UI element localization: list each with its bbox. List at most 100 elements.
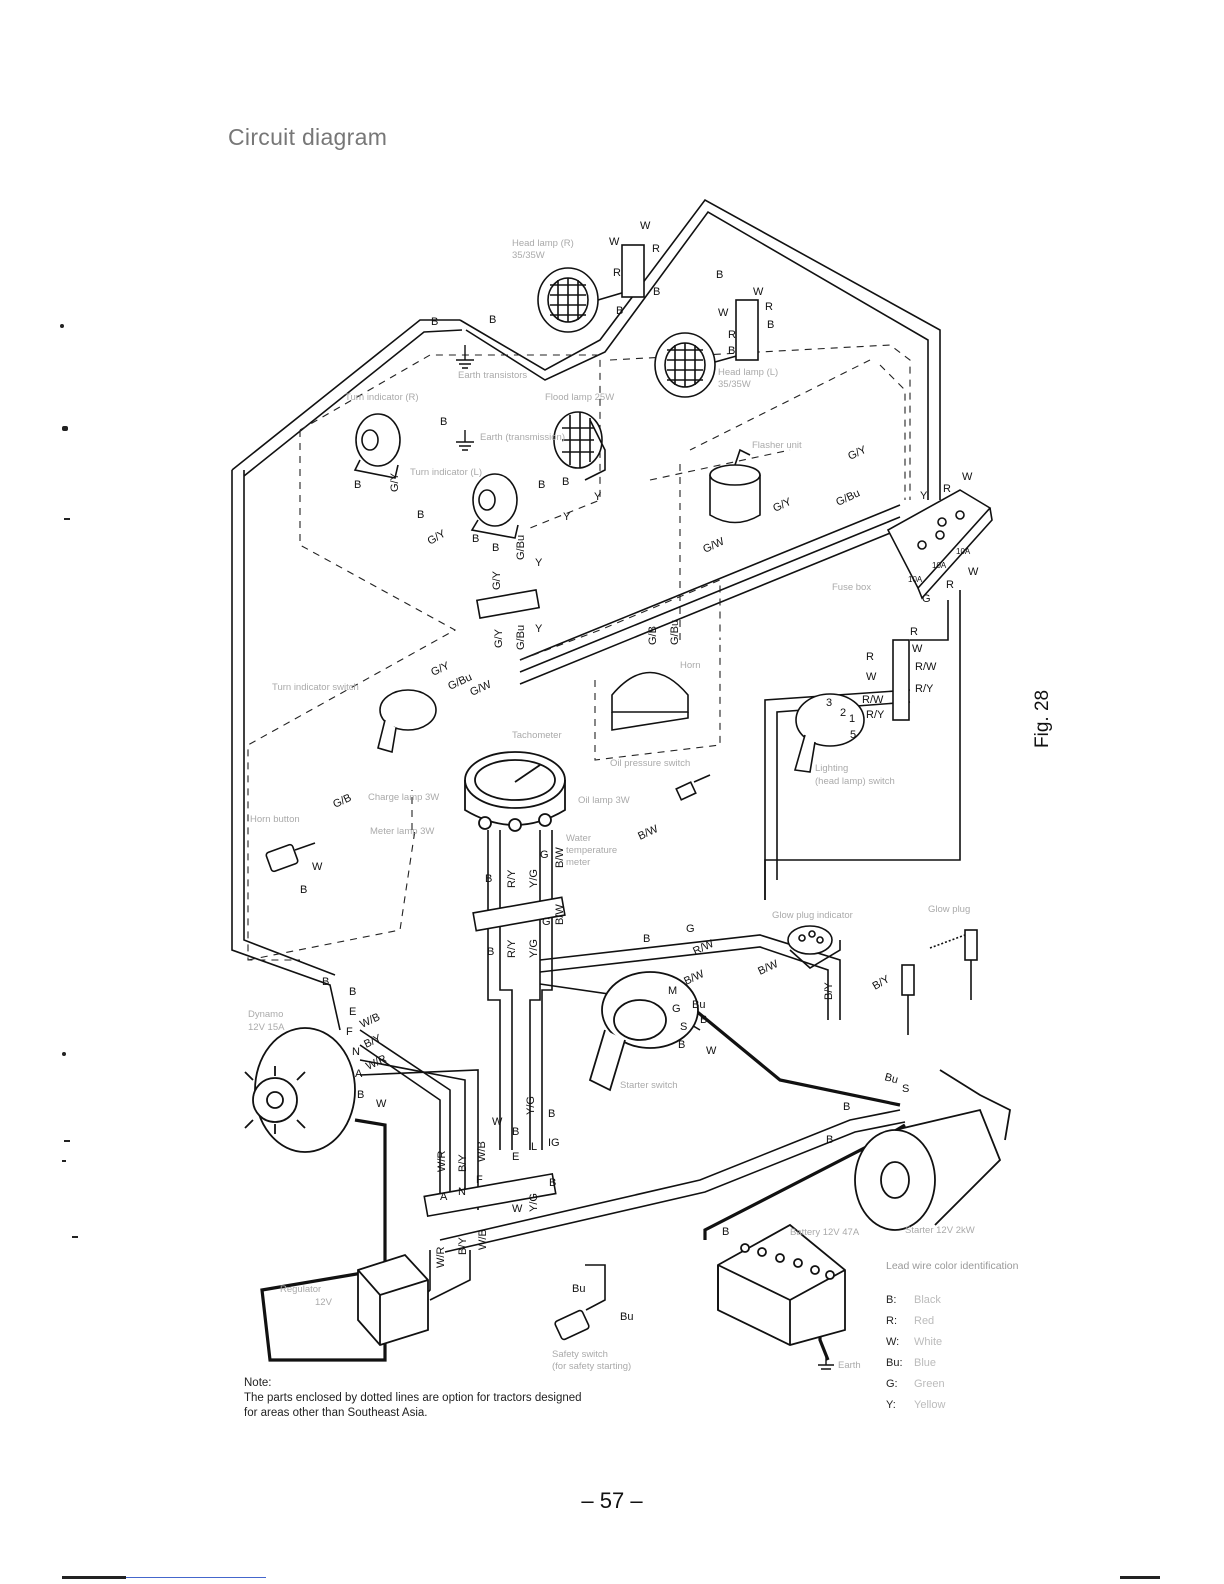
wire-label: G/Y [771, 496, 794, 515]
legend-item: W: White [886, 1336, 1019, 1357]
wire-label: Y/G [525, 1096, 537, 1115]
glow-plug-indicator [787, 925, 841, 969]
lighting-switch [793, 639, 910, 773]
wire-label: R [652, 243, 660, 255]
flasher-unit [709, 448, 761, 524]
legend-code: B: [886, 1294, 897, 1306]
wire-label: Y [594, 491, 602, 503]
label-dynamo-2: 12V 15A [248, 1022, 285, 1033]
legend-item: R: Red [886, 1315, 1019, 1336]
wire-label: Y/G [528, 869, 540, 888]
wire-label: G/Y [493, 628, 505, 648]
margin-mark [1120, 1576, 1160, 1579]
label-head-lamp-l-rating: 35/35W [718, 379, 751, 390]
wire-label: G/Y [426, 527, 449, 547]
wire-label: G [922, 593, 931, 605]
wire-label: L [531, 1141, 537, 1153]
option-enclosure-lines [247, 344, 911, 961]
wire-label: B [616, 305, 623, 317]
label-safety-switch-1: Safety switch [552, 1349, 608, 1360]
wire-label: B [349, 986, 356, 998]
wire-label: R/Y [506, 939, 518, 958]
wire-label: G/B [331, 792, 353, 811]
wire-label: 2 [840, 707, 846, 719]
wire-label: G/Bu [515, 535, 527, 560]
legend-item: G: Green [886, 1378, 1019, 1399]
wire-label: R/Y [915, 683, 934, 695]
margin-mark [72, 1236, 78, 1238]
wire-harness [231, 198, 961, 1311]
legend-name: Yellow [914, 1399, 946, 1411]
wire-label: B [417, 509, 424, 521]
wire-label: B [322, 976, 329, 988]
margin-mark [62, 1052, 66, 1056]
label-turn-indicator-switch: Turn indicator switch [272, 682, 359, 693]
wire-label: E [512, 1151, 519, 1163]
label-earth: Earth [838, 1360, 861, 1371]
wire-label: B [843, 1101, 850, 1113]
wire-label: B [354, 479, 361, 491]
label-meter-lamp: Meter lamp 3W [370, 826, 434, 837]
wire-label: Bu [572, 1283, 585, 1295]
turn-indicator-switch [377, 689, 437, 754]
wire-label: G [542, 916, 551, 928]
wire-label: W/B [477, 1229, 489, 1250]
wire-label: R [765, 301, 773, 313]
wire-label: W [912, 643, 923, 655]
wire-label: B [716, 269, 723, 281]
safety-switch [554, 1264, 606, 1341]
label-oil-lamp: Oil lamp 3W [578, 795, 630, 806]
wire-label: N [352, 1046, 360, 1058]
label-starter: Starter 12V 2kW [905, 1225, 975, 1236]
margin-mark [62, 1160, 66, 1162]
wire-label: W [866, 671, 877, 683]
wire-label: B/Y [457, 1154, 469, 1172]
wire-label: B [487, 946, 494, 958]
oil-pressure-switch [675, 774, 711, 801]
wire-label: W/R [364, 1053, 389, 1073]
wire-label: 5 [850, 729, 856, 741]
wire-label: B [643, 933, 650, 945]
wire-label: W [962, 471, 973, 483]
note-block: Note: The parts enclosed by dotted lines… [244, 1376, 704, 1421]
label-horn-button: Horn button [250, 814, 300, 825]
wire-label: W [312, 861, 323, 873]
label-turn-indicator-r: Turn indicator (R) [345, 392, 419, 403]
fuse-box [886, 489, 993, 600]
flood-lamp [553, 411, 606, 481]
legend-name: White [914, 1336, 943, 1348]
wire-label: W/R [435, 1247, 447, 1268]
component-labels: Head lamp (R) 35/35W Head lamp (L) 35/35… [248, 238, 975, 1372]
wire-label: B [512, 1126, 519, 1138]
label-head-lamp-r: Head lamp (R) [512, 238, 574, 249]
wire-label: G/Y [491, 570, 503, 590]
wire-label: Bu [620, 1311, 633, 1323]
wire-label: F [346, 1026, 353, 1038]
wire-label: B [485, 873, 492, 885]
fuse-1-label: 10A [908, 575, 923, 584]
wire-label: B [722, 1226, 729, 1238]
connectors [423, 589, 566, 1218]
wire-label: B [548, 1108, 555, 1120]
label-earth-transmission: Earth (transmission) [480, 432, 565, 443]
wire-label: A [355, 1068, 363, 1080]
wire-label: W [753, 286, 764, 298]
label-flood-lamp: Flood lamp 25W [545, 392, 614, 403]
wire-label: N [458, 1186, 466, 1198]
turn-indicator-r [353, 413, 401, 479]
wire-label: 3 [826, 697, 832, 709]
wire-label: G/B [647, 626, 659, 645]
label-water-temp-2: temperature [566, 845, 617, 856]
earth-symbols [456, 345, 834, 1370]
label-glow-plug: Glow plug [928, 904, 970, 915]
wire-label: IG [548, 1137, 560, 1149]
wire-label: Y [535, 623, 543, 635]
wire-label: B/Y [823, 982, 835, 1000]
label-head-lamp-r-rating: 35/35W [512, 250, 545, 261]
fuse-3-label: 10A [956, 547, 971, 556]
wire-label: B [653, 286, 660, 298]
wire-label: B [431, 316, 438, 328]
margin-mark [60, 324, 64, 328]
legend-name: Green [914, 1378, 945, 1390]
